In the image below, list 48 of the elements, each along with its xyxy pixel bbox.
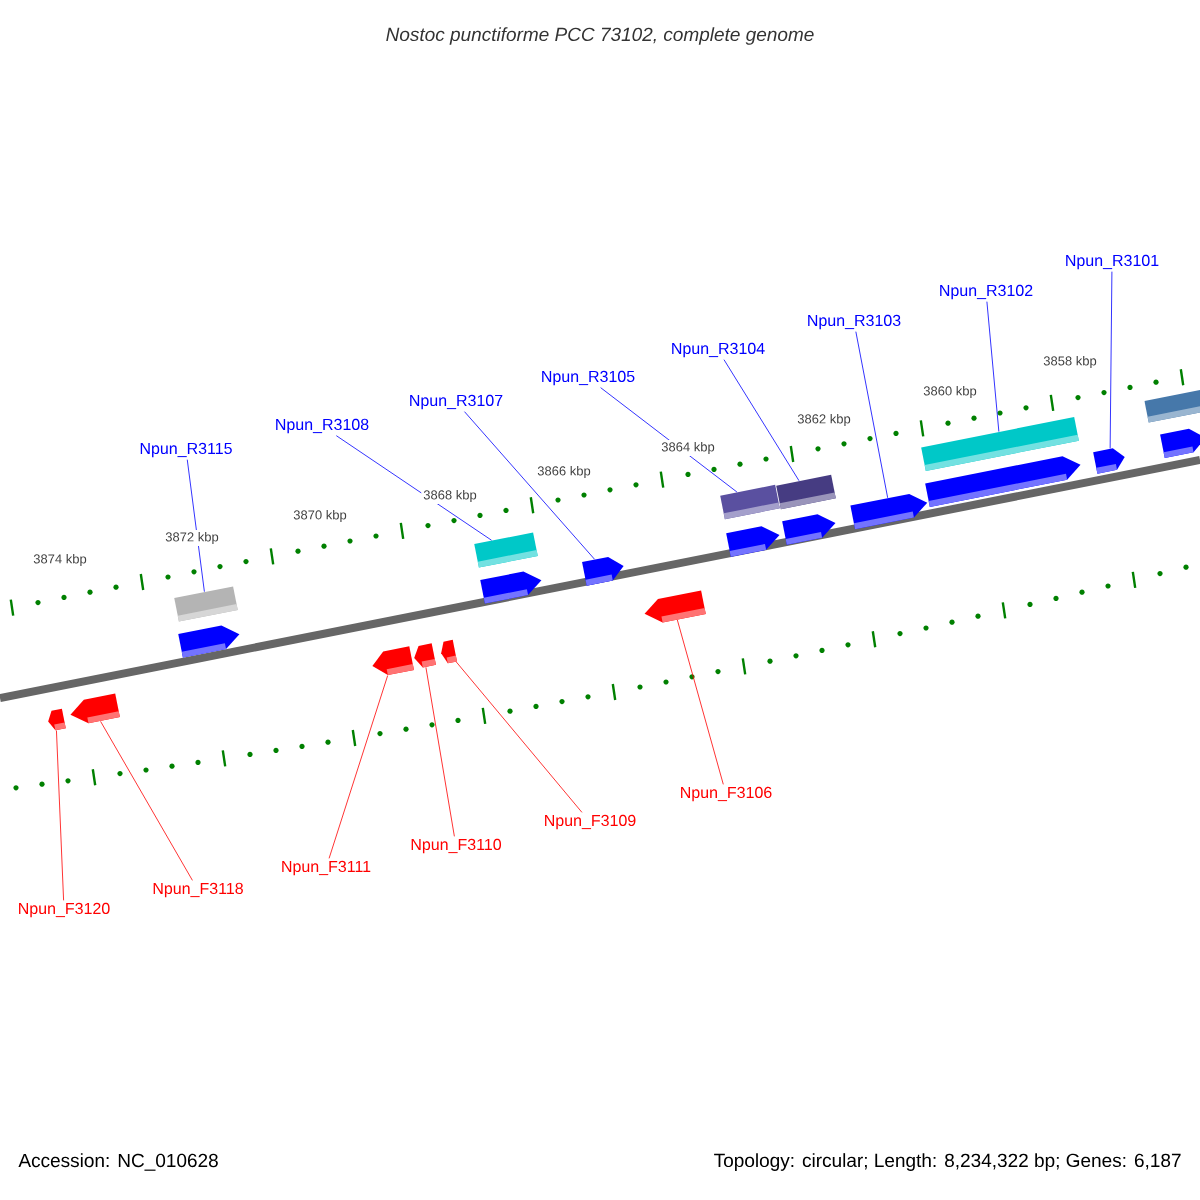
gene-feature	[925, 456, 1081, 507]
footer-text: Accession: NC_010628	[18, 1153, 218, 1171]
gene-feature	[414, 643, 436, 668]
gene-feature	[850, 493, 928, 530]
footer-text: Topology: circular; Length: 8,234,322 bp; Genes: 6,187	[714, 1153, 1181, 1171]
leader-line	[56, 730, 64, 901]
gene-box	[720, 484, 780, 520]
gene-feature	[178, 625, 240, 658]
leader-line	[676, 619, 724, 785]
gene-label: Npun_F3106	[681, 786, 772, 802]
leader-line	[455, 661, 583, 813]
gene-feature	[1093, 448, 1125, 474]
gene-feature	[70, 693, 120, 724]
gene-feature	[480, 571, 542, 604]
gene-feature	[644, 590, 706, 623]
gene-label: Npun_R3104	[672, 342, 765, 358]
gene-label: Npun_F3110	[411, 838, 502, 854]
gene-label: Npun_R3108	[276, 418, 369, 434]
gene-label: Npun_R3105	[542, 370, 635, 386]
leader-line	[855, 331, 889, 499]
gene-feature	[1160, 428, 1200, 459]
gene-feature	[782, 514, 836, 545]
gene-label: Npun_R3101	[1066, 254, 1159, 270]
leader-line	[723, 359, 800, 482]
leader-line	[335, 435, 492, 541]
gene-label: Npun_R3103	[808, 314, 901, 330]
gene-feature	[726, 526, 780, 557]
gene-box	[1144, 389, 1200, 423]
gene-label: Npun_F3120	[19, 902, 110, 918]
gene-box	[776, 474, 836, 510]
leader-line	[186, 459, 205, 593]
gene-feature	[48, 708, 66, 731]
leader-line	[328, 675, 389, 859]
gene-label: Npun_F3109	[545, 814, 636, 830]
gene-label: Npun_R3107	[410, 394, 503, 410]
gene-label: Npun_F3111	[282, 860, 371, 876]
gene-box	[474, 532, 538, 568]
leader-line	[464, 411, 595, 560]
gene-feature	[441, 639, 457, 664]
gene-label: Npun_R3102	[940, 284, 1033, 300]
leader-line	[100, 720, 193, 881]
leader-line	[425, 666, 455, 837]
title: Nostoc punctiforme PCC 73102, complete genome	[386, 27, 814, 45]
gene-box	[174, 586, 238, 622]
gene-label: Npun_R3115	[140, 442, 232, 458]
gene-label: Npun_F3118	[153, 882, 243, 898]
gene-feature	[582, 556, 624, 586]
leader-line	[1109, 271, 1113, 449]
